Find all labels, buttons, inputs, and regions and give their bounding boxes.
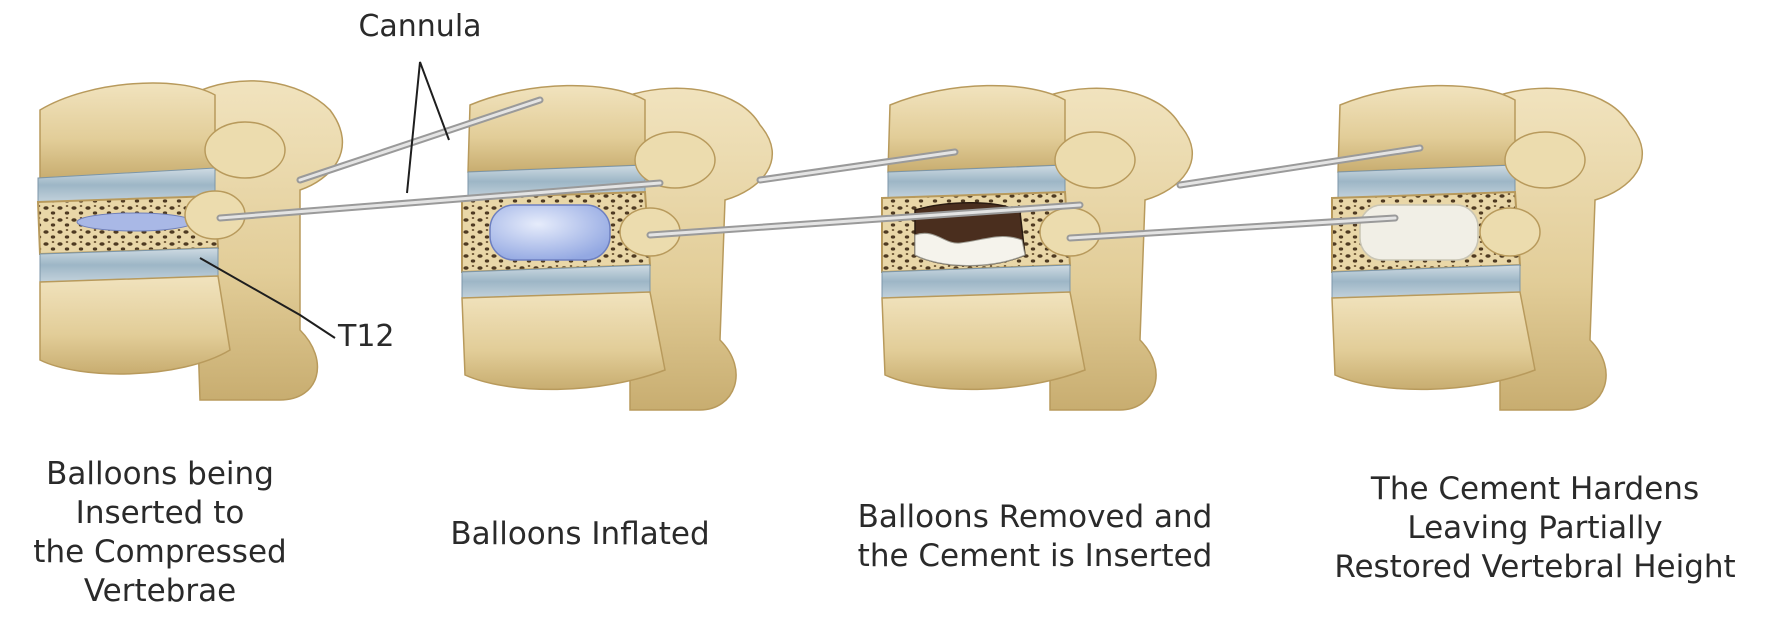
caption-line: Balloons being	[0, 455, 320, 494]
vertebra-lower	[462, 292, 665, 389]
caption-line: the Compressed	[0, 533, 320, 572]
hardened-cement	[1360, 205, 1478, 260]
spine-panel-1	[38, 81, 342, 400]
caption-line: Balloons Removed and	[835, 498, 1235, 537]
balloon-deflated	[77, 213, 193, 231]
vertebra-upper	[468, 86, 645, 172]
pedicle	[1040, 208, 1100, 256]
spine-panel-2	[462, 86, 772, 410]
caption-line: The Cement Hardens	[1300, 470, 1770, 509]
caption-step-4: The Cement Hardens Leaving Partially Res…	[1300, 470, 1770, 587]
caption-line: Balloons Inflated	[420, 515, 740, 554]
spine-panel-4	[1332, 86, 1642, 410]
caption-line: Restored Vertebral Height	[1300, 548, 1770, 587]
caption-line: Inserted to	[0, 494, 320, 533]
facet-joint	[205, 122, 285, 178]
caption-step-3: Balloons Removed and the Cement is Inser…	[835, 498, 1235, 576]
vertebra-lower	[1332, 292, 1535, 389]
vertebra-lower	[40, 276, 230, 374]
caption-line: Vertebrae	[0, 572, 320, 611]
cannulas	[220, 100, 1420, 238]
cannula-pointer	[407, 62, 449, 193]
vertebra-upper	[40, 83, 215, 178]
facet-joint	[1505, 132, 1585, 188]
pedicle	[1480, 208, 1540, 256]
facet-joint	[635, 132, 715, 188]
caption-line: Leaving Partially	[1300, 509, 1770, 548]
vertebra-lower	[882, 292, 1085, 389]
caption-step-1: Balloons being Inserted to the Compresse…	[0, 455, 320, 611]
cannula-label: Cannula	[340, 10, 500, 44]
caption-step-2: Balloons Inflated	[420, 515, 740, 554]
balloon-inflated	[490, 205, 610, 260]
t12-label: T12	[338, 320, 418, 354]
spine-panel-3	[882, 86, 1192, 410]
caption-line: the Cement is Inserted	[835, 537, 1235, 576]
facet-joint	[1055, 132, 1135, 188]
